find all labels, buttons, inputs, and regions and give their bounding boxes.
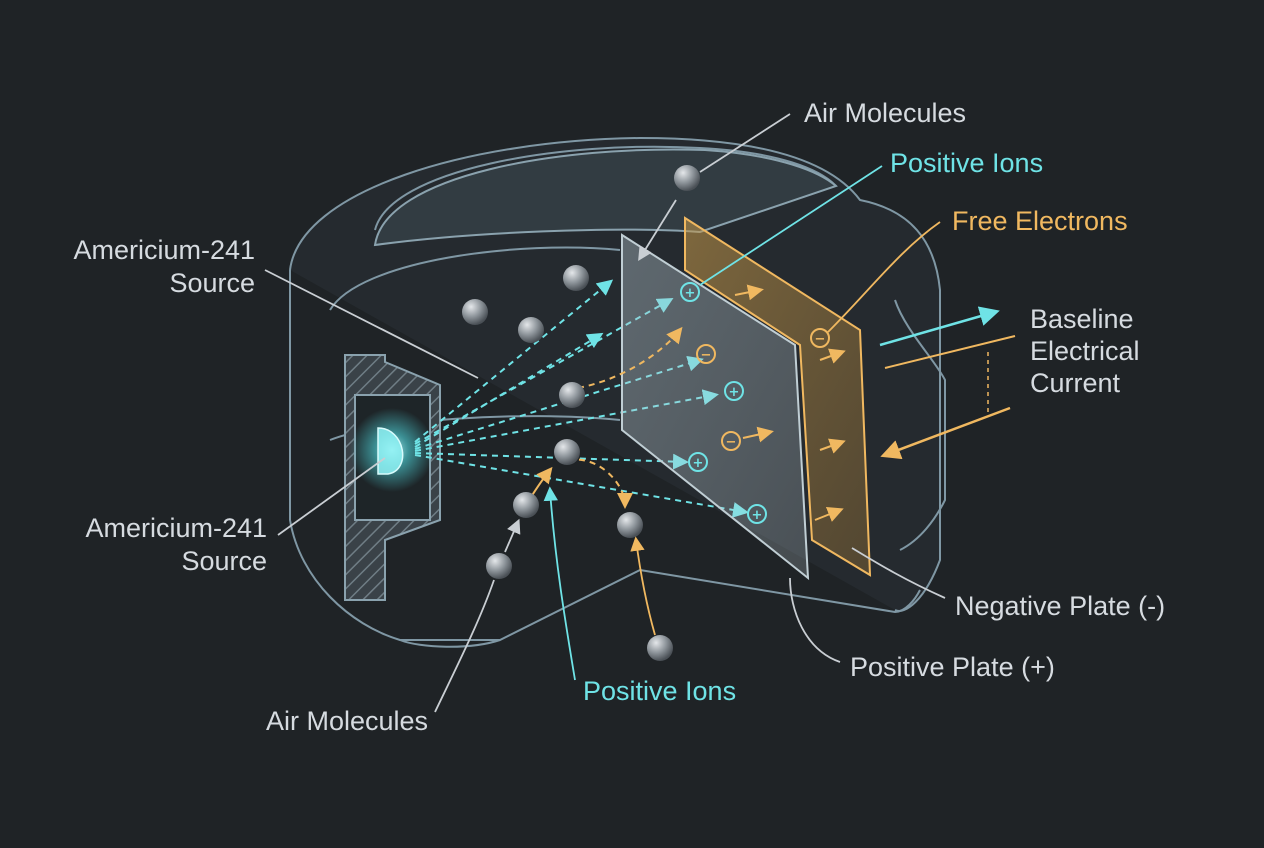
air-molecule-icon (554, 439, 580, 465)
label-air-molecules-bottom: Air Molecules (266, 706, 428, 736)
baseline-current-arrows (879, 306, 1016, 460)
leader-americium-top (264, 269, 479, 379)
leader-air-molecules-bottom (434, 579, 495, 713)
label-air-molecules-top: Air Molecules (804, 98, 966, 128)
free-electron-icon: − (721, 431, 741, 451)
air-molecules (462, 165, 700, 661)
free-electrons: − − − (696, 328, 830, 451)
air-molecule-icon (462, 299, 488, 325)
air-molecule-icon (513, 492, 539, 518)
positive-plate (621, 233, 810, 581)
leader-free-electrons (827, 221, 941, 333)
label-baseline-1: Baseline (1030, 304, 1134, 334)
chamber-lid (373, 148, 838, 247)
label-positive-plate: Positive Plate (+) (850, 652, 1055, 682)
label-negative-plate: Negative Plate (-) (955, 591, 1165, 621)
label-positive-ions-bottom: Positive Ions (583, 676, 736, 706)
air-molecule-icon (559, 382, 585, 408)
svg-text:+: + (729, 385, 740, 400)
svg-text:−: − (815, 332, 826, 347)
label-americium-top-2: Source (169, 268, 255, 298)
negative-plate (684, 216, 872, 577)
svg-text:+: + (693, 456, 704, 471)
positive-ion-icon: + (680, 282, 700, 302)
labels: Air Molecules Positive Ions Free Electro… (73, 98, 1165, 736)
air-molecule-icon (563, 265, 589, 291)
svg-text:+: + (685, 286, 696, 301)
label-baseline-3: Current (1030, 368, 1121, 398)
label-americium-bottom-1: Americium-241 (85, 513, 267, 543)
leader-air-molecules-top (699, 113, 791, 173)
free-electron-icon: − (696, 344, 716, 364)
radiation-source-icon (350, 408, 434, 492)
positive-ion-icon: + (747, 504, 767, 524)
air-molecule-icon (674, 165, 700, 191)
label-baseline-2: Electrical (1030, 336, 1140, 366)
label-americium-top-1: Americium-241 (73, 235, 255, 265)
leader-positive-plate (789, 577, 841, 663)
svg-text:+: + (752, 508, 763, 523)
air-molecule-icon (617, 512, 643, 538)
leader-positive-ions-top (699, 165, 883, 286)
air-molecule-icon (486, 553, 512, 579)
positive-ions: + + + + (680, 282, 767, 524)
air-molecule-icon (647, 635, 673, 661)
label-positive-ions-top: Positive Ions (890, 148, 1043, 178)
leader-lines (264, 113, 946, 713)
free-electron-icon: − (810, 328, 830, 348)
positive-ion-icon: + (724, 381, 744, 401)
label-free-electrons: Free Electrons (952, 206, 1128, 236)
positive-ion-icon: + (688, 452, 708, 472)
svg-text:−: − (701, 348, 712, 363)
leader-positive-ions-bottom (543, 486, 576, 681)
air-molecule-icon (518, 317, 544, 343)
svg-text:−: − (726, 435, 737, 450)
leader-americium-bottom (277, 457, 386, 536)
label-americium-bottom-2: Source (181, 546, 267, 576)
leader-negative-plate (851, 547, 946, 599)
